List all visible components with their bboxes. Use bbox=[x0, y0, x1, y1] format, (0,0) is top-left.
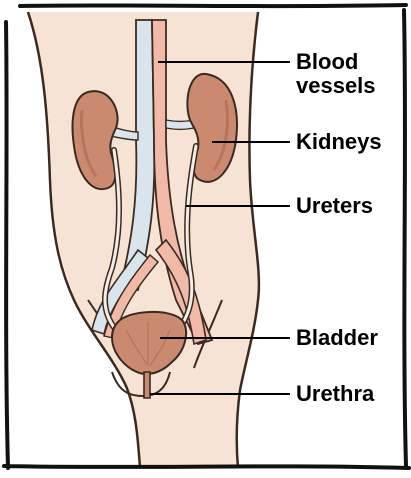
label-bladder: Bladder bbox=[296, 326, 378, 350]
urethra bbox=[144, 372, 150, 398]
label-urethra: Urethra bbox=[296, 382, 374, 406]
label-blood-vessels-line2: vessels bbox=[296, 74, 406, 98]
label-blood-vessels-line1: Blood bbox=[296, 50, 406, 74]
label-blood-vessels: Blood vessels bbox=[296, 50, 406, 98]
label-kidneys: Kidneys bbox=[296, 130, 382, 154]
label-ureters: Ureters bbox=[296, 194, 373, 218]
